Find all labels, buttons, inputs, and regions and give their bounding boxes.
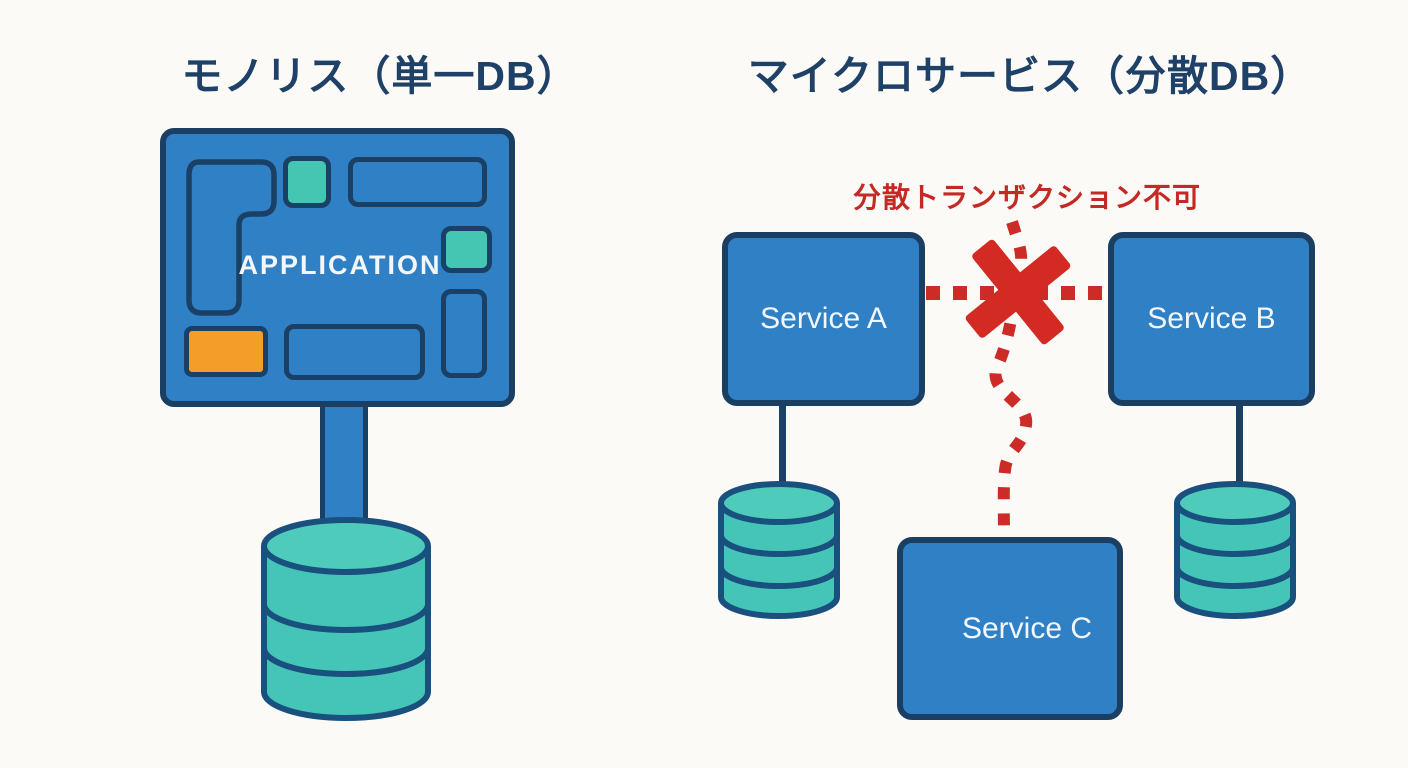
service-c-label: Service C [961,611,1093,645]
tall-outline-module-icon [441,289,487,378]
service-c-box: Service C [897,537,1123,720]
service-b-box: Service B [1108,232,1315,406]
service-a-label: Service A [760,302,887,335]
database-cylinder-icon [718,481,840,619]
orange-module-icon [184,326,268,377]
database-cylinder-icon [1174,481,1296,619]
monolith-title: モノリス（単一DB） [181,53,579,99]
wide-outline-module-icon [348,157,487,207]
blocked-link-squiggle-line [989,220,1033,535]
application-box: APPLICATION [160,128,515,407]
database-cylinder-icon [261,517,431,721]
service-b-db-connector [1236,400,1243,484]
microservices-title: マイクロサービス（分散DB） [747,53,1313,99]
l-shaped-module-icon [186,159,277,316]
monolith-db-connector [320,398,368,538]
application-label: APPLICATION [238,250,442,280]
bottom-outline-module-icon [284,324,425,380]
x-mark-icon [965,239,1071,345]
service-b-label: Service B [1147,302,1276,335]
service-a-db-connector [779,400,786,484]
distributed-transaction-warning: 分散トランザクション不可 [852,182,1201,213]
right-teal-module-icon [441,226,492,273]
small-teal-module-icon [283,156,331,208]
service-a-box: Service A [722,232,925,406]
